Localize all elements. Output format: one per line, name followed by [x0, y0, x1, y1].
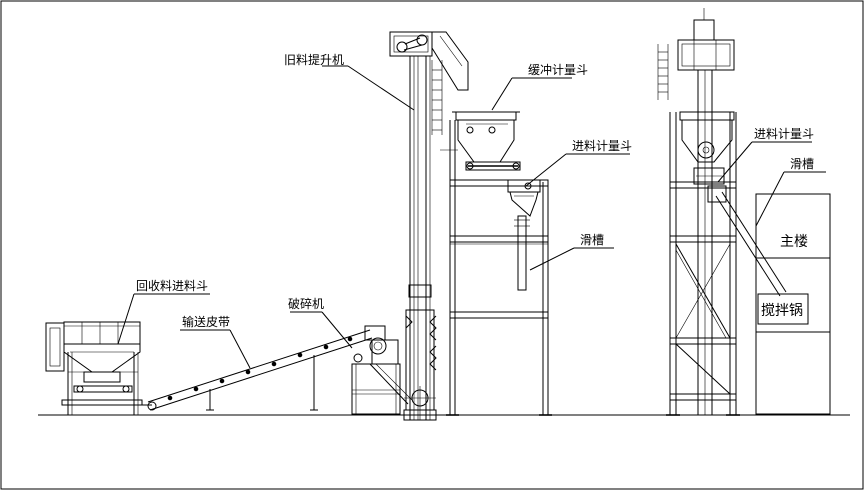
conveyor-belt [140, 329, 373, 411]
label-feed-weighing-hopper-front: 进料计量斗 [572, 139, 632, 153]
recycled-feed-hopper [45, 321, 143, 415]
buffer-weighing-hopper [440, 111, 521, 171]
label-feed-weighing-hopper-side: 进料计量斗 [754, 127, 814, 141]
label-chute-front: 滑槽 [580, 233, 604, 247]
label-main-tower: 主楼 [780, 234, 808, 250]
side-view-tower [657, 8, 787, 416]
mixing-pot-box [757, 293, 809, 325]
old-material-elevator [389, 31, 469, 421]
label-mixing-pot: 搅拌锅 [761, 303, 803, 319]
leader-lines [117, 65, 826, 369]
front-feed-weighing-hopper [507, 179, 541, 291]
front-steel-structure [446, 120, 552, 416]
main-tower [755, 193, 831, 415]
label-conveyor-belt: 输送皮带 [182, 314, 230, 329]
crusher [351, 325, 413, 415]
label-old-material-elevator: 旧料提升机 [284, 52, 344, 67]
label-chute-side: 滑槽 [790, 157, 814, 171]
label-crusher: 破碎机 [288, 296, 324, 311]
label-buffer-weighing-hopper: 缓冲计量斗 [528, 62, 588, 77]
label-recycled-feed-hopper: 回收料进料斗 [136, 279, 208, 293]
